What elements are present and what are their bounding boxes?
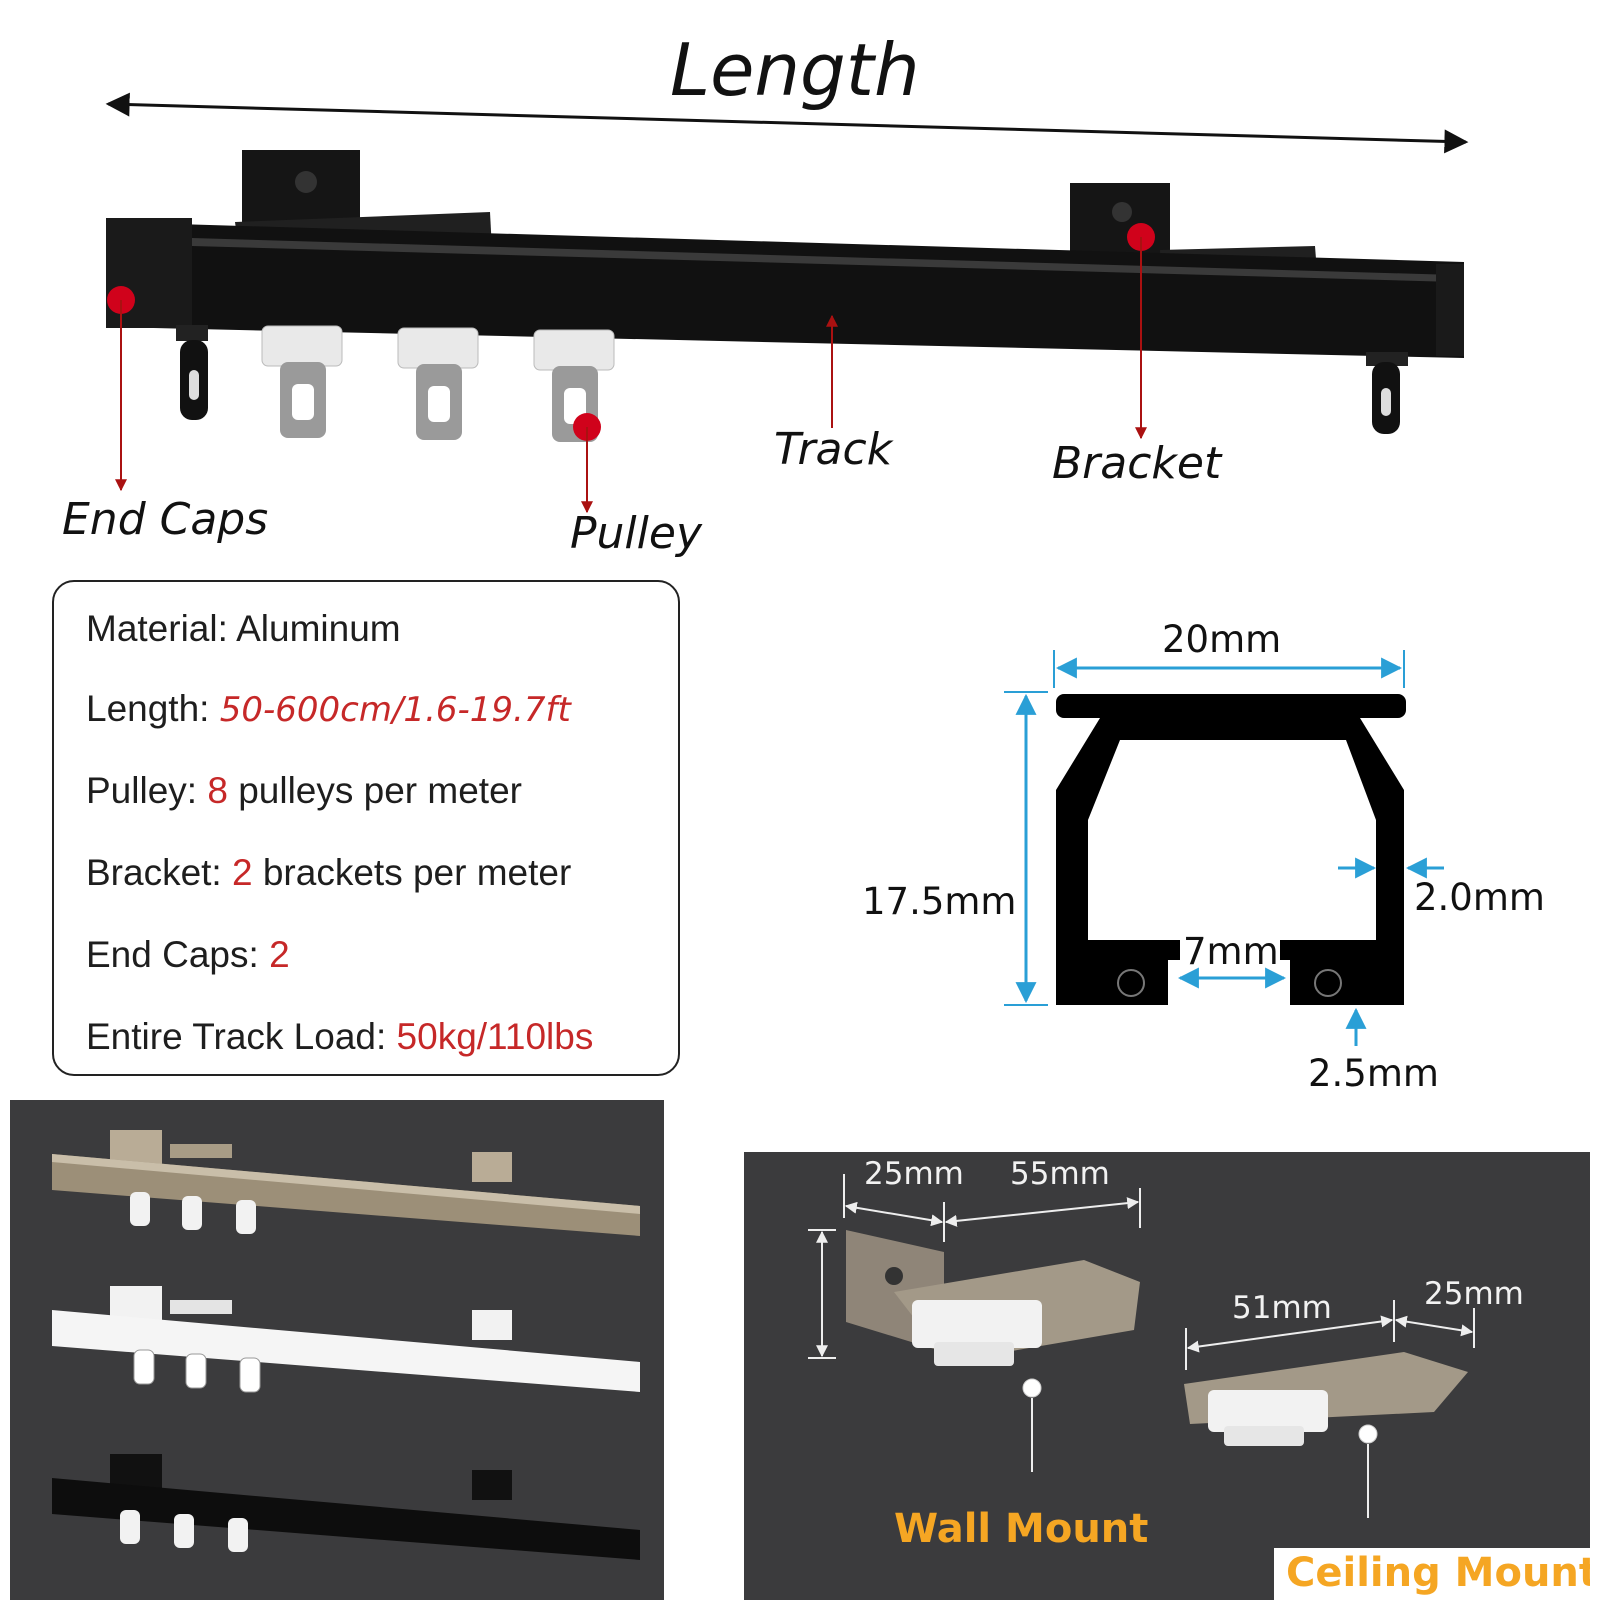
spec-material-text: Material: Aluminum [86, 608, 401, 649]
mounts-photo: 25mm 55mm 26mm 51mm 25mm Wall Mount Ceil… [744, 1152, 1590, 1600]
profile-lip-label: 2.5mm [1308, 1052, 1439, 1095]
track-black [52, 1454, 640, 1560]
profile-wall-label: 2.0mm [1414, 876, 1545, 919]
ceiling-mount-label-box [1274, 1548, 1590, 1600]
pulley-2 [397, 327, 479, 440]
spec-length-value: 50-600cm/1.6-19.7ft [219, 690, 571, 730]
profile-height-label: 17.5mm [862, 880, 1017, 923]
track-champagne [52, 1130, 640, 1236]
spec-pulley-suffix: pulleys per meter [238, 770, 522, 811]
wall-mount-bracket [846, 1230, 1140, 1366]
spec-length: Length: 50-600cm/1.6-19.7ft [86, 688, 571, 730]
spec-length-label: Length: [86, 688, 210, 729]
track-diagram [105, 92, 1469, 514]
pulley-1 [261, 325, 343, 438]
label-track: Track [774, 424, 893, 475]
ceiling-mount-bracket [1184, 1352, 1468, 1446]
spec-bracket-label: Bracket: [86, 852, 222, 893]
wall-mount-dim-a: 25mm [864, 1156, 964, 1192]
wall-mount-dim-h: 26mm [744, 1282, 748, 1382]
wall-mount-dot [1022, 1378, 1042, 1398]
spec-load-value: 50kg/110lbs [396, 1016, 594, 1057]
spec-pulley-count: 8 [207, 770, 228, 811]
color-variants-photo [10, 1100, 664, 1600]
mounts-drawing [808, 1174, 1475, 1518]
end-cap-right [1436, 264, 1464, 356]
spec-endcaps-label: End Caps: [86, 934, 259, 975]
spec-bracket: Bracket: 2 brackets per meter [86, 852, 571, 894]
end-hook-right [1366, 352, 1408, 434]
ceiling-mount-label: Ceiling Mount [1286, 1550, 1590, 1596]
ceiling-mount-dot [1358, 1424, 1378, 1444]
spec-endcaps-count: 2 [269, 934, 290, 975]
spec-load: Entire Track Load: 50kg/110lbs [86, 1016, 593, 1058]
end-hook-left [176, 325, 208, 420]
spec-bracket-count: 2 [232, 852, 253, 893]
spec-bracket-suffix: brackets per meter [262, 852, 572, 893]
ceiling-mount-dim-b: 25mm [1424, 1276, 1524, 1312]
label-pulley: Pulley [570, 508, 702, 559]
wall-mount-dim-b: 55mm [1010, 1156, 1110, 1192]
track-bar [108, 222, 1464, 358]
spec-material: Material: Aluminum [86, 608, 401, 650]
label-bracket: Bracket [1052, 438, 1222, 489]
wall-mount-label: Wall Mount [894, 1506, 1149, 1552]
profile-opening-label: 7mm [1183, 930, 1279, 973]
spec-pulley: Pulley: 8 pulleys per meter [86, 770, 522, 812]
track-white [52, 1286, 640, 1393]
spec-box: Material: Aluminum Length: 50-600cm/1.6-… [52, 580, 680, 1076]
spec-endcaps: End Caps: 2 [86, 934, 290, 976]
spec-pulley-label: Pulley: [86, 770, 198, 811]
ceiling-mount-dim-a: 51mm [1232, 1290, 1332, 1326]
length-arrow [105, 92, 1469, 154]
spec-load-label: Entire Track Load: [86, 1016, 387, 1057]
label-end-caps: End Caps [62, 494, 269, 545]
profile-width-label: 20mm [1162, 618, 1282, 661]
color-variants-drawing [52, 1130, 640, 1560]
